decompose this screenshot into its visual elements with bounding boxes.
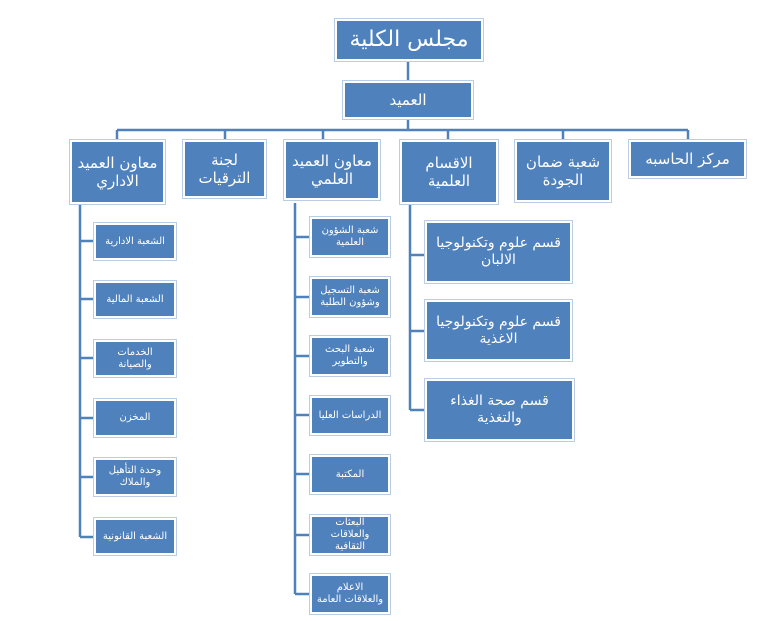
vice-dean-scientific-box: معاون العميد العلمي: [283, 139, 381, 201]
college-council-box: مجلس الكلية: [334, 18, 484, 62]
department-box: قسم علوم وتكنولوجيا الاغذية: [424, 299, 573, 362]
admin-unit-box: وحدة التأهيل والملاك: [93, 457, 177, 497]
quality-assurance-box: شعبة ضمان الجودة: [514, 139, 612, 203]
admin-unit-box: الشعبة الادارية: [93, 222, 177, 261]
scientific-unit-box: شعبة الشؤون العلمية: [309, 216, 391, 258]
scientific-unit-box: شعبة البحث والتطوير: [309, 335, 391, 377]
computer-center-box: مركز الحاسبه: [628, 139, 747, 179]
department-box: قسم صحة الغذاء والتغذية: [424, 378, 575, 442]
dean-box: العميد: [342, 80, 474, 120]
admin-unit-box: الخدمات والصيانة: [93, 339, 177, 378]
department-box: قسم علوم وتكنولوجيا الالبان: [424, 220, 573, 284]
promotions-committee-box: لجنة الترقيات: [182, 139, 267, 199]
scientific-departments-box: الاقسام العلمية: [399, 139, 499, 205]
scientific-unit-box: الدراسات العليا: [309, 395, 391, 436]
admin-unit-box: الشعبة المالية: [93, 280, 177, 319]
scientific-unit-box: البعثات والعلاقات الثقافية: [309, 514, 391, 556]
scientific-unit-box: شعبة التسجيل وشؤون الطلبة: [309, 276, 391, 318]
vice-dean-admin-box: معاون العميد الاداري: [69, 139, 166, 205]
scientific-unit-box: المكتبة: [309, 454, 391, 495]
admin-unit-box: الشعبة القانونية: [93, 517, 177, 556]
admin-unit-box: المخزن: [93, 398, 177, 438]
scientific-unit-box: الاعلام والعلاقات العامة: [309, 573, 391, 615]
